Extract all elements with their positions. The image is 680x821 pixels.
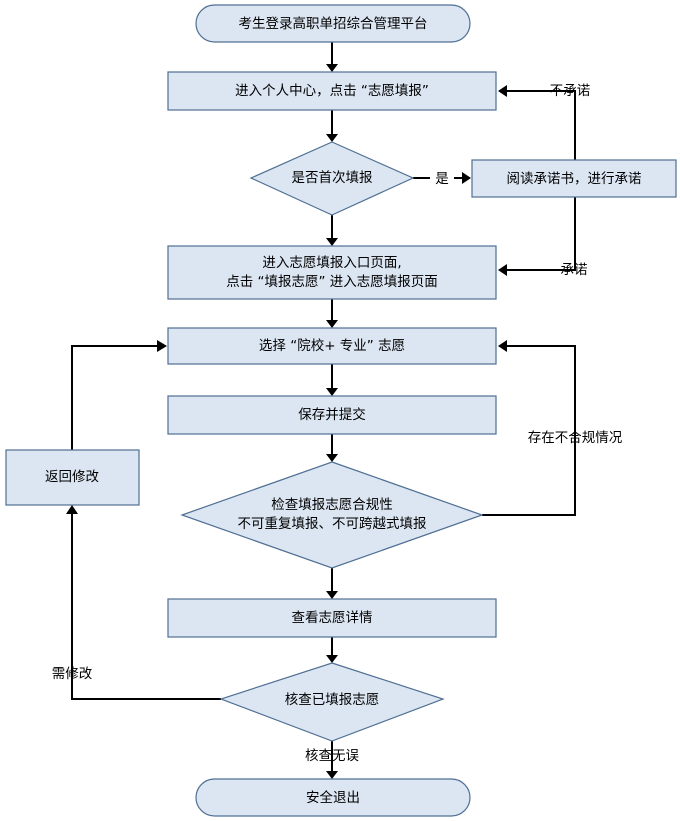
arrowhead — [66, 505, 78, 514]
start-node: 考生登录高职单招综合管理平台 — [195, 4, 471, 43]
first-time-decision: 是否首次填报 — [249, 141, 415, 216]
personal-center-node: 进入个人中心，点击 “志愿填报” — [167, 71, 497, 111]
exit-node: 安全退出 — [195, 778, 471, 817]
arrowhead — [326, 591, 338, 599]
save-submit-node: 保存并提交 — [167, 395, 497, 435]
arrowhead — [326, 388, 338, 396]
arrowhead — [498, 264, 507, 276]
edge-no-commit — [507, 90, 576, 160]
return-modify-node: 返回修改 — [5, 449, 140, 506]
read-commitment-label: 阅读承诺书，进行承诺 — [507, 171, 642, 187]
edge-label-need-modify: 需修改 — [52, 666, 93, 682]
arrowhead — [498, 85, 507, 97]
arrowhead — [326, 320, 338, 328]
arrowhead — [326, 134, 338, 142]
edge-commit — [507, 197, 576, 271]
arrowhead — [326, 64, 338, 72]
verify-label: 核查已填报志愿 — [285, 692, 380, 708]
personal-center-label: 进入个人中心，点击 “志愿填报” — [235, 83, 429, 99]
edge-label-verified-ok: 核查无误 — [305, 748, 359, 764]
arrowhead — [326, 655, 338, 663]
arrowhead — [326, 454, 338, 462]
arrowhead — [462, 172, 471, 184]
check-decision: 检查填报志愿合规性 不可重复填报、不可跨越式填报 — [180, 461, 484, 569]
return-modify-label: 返回修改 — [45, 469, 99, 485]
edge-need-modify — [71, 514, 221, 700]
entry-page-label-line2: 点击 “填报志愿” 进入志愿填报页面 — [226, 274, 438, 290]
edge-label-non-compliant: 存在不合规情况 — [528, 430, 623, 446]
edge-label-commit: 承诺 — [561, 262, 588, 278]
edge-label-yes: 是 — [435, 171, 449, 187]
check-label-line1: 检查填报志愿合规性 — [271, 497, 393, 513]
arrowhead — [326, 771, 338, 779]
first-time-label: 是否首次填报 — [292, 170, 373, 186]
entry-page-node: 进入志愿填报入口页面, 点击 “填报志愿” 进入志愿填报页面 — [167, 245, 497, 300]
exit-label: 安全退出 — [306, 789, 360, 806]
select-node: 选择 “院校+ 专业” 志愿 — [167, 327, 497, 365]
entry-page-label-line1: 进入志愿填报入口页面, — [262, 255, 401, 271]
view-details-label: 查看志愿详情 — [292, 610, 373, 626]
arrowheads — [66, 64, 507, 779]
read-commitment-node: 阅读承诺书，进行承诺 — [471, 159, 677, 198]
check-label-line2: 不可重复填报、不可跨越式填报 — [238, 515, 427, 532]
view-details-node: 查看志愿详情 — [167, 598, 497, 638]
edge-label-no-commit: 不承诺 — [550, 83, 591, 99]
edge-non-compliant — [482, 345, 576, 516]
verify-decision: 核查已填报志愿 — [219, 662, 445, 742]
arrowhead — [326, 238, 338, 246]
select-label: 选择 “院校+ 专业” 志愿 — [259, 337, 405, 354]
connectors — [71, 42, 576, 771]
arrowhead — [498, 340, 507, 352]
edge-labels: 是 不承诺 承诺 存在不合规情况 需修改 核查无误 — [52, 83, 623, 764]
start-label: 考生登录高职单招综合管理平台 — [239, 15, 428, 32]
save-submit-label: 保存并提交 — [298, 406, 366, 423]
arrowhead — [157, 340, 167, 352]
edge-return-to-select — [71, 345, 157, 450]
